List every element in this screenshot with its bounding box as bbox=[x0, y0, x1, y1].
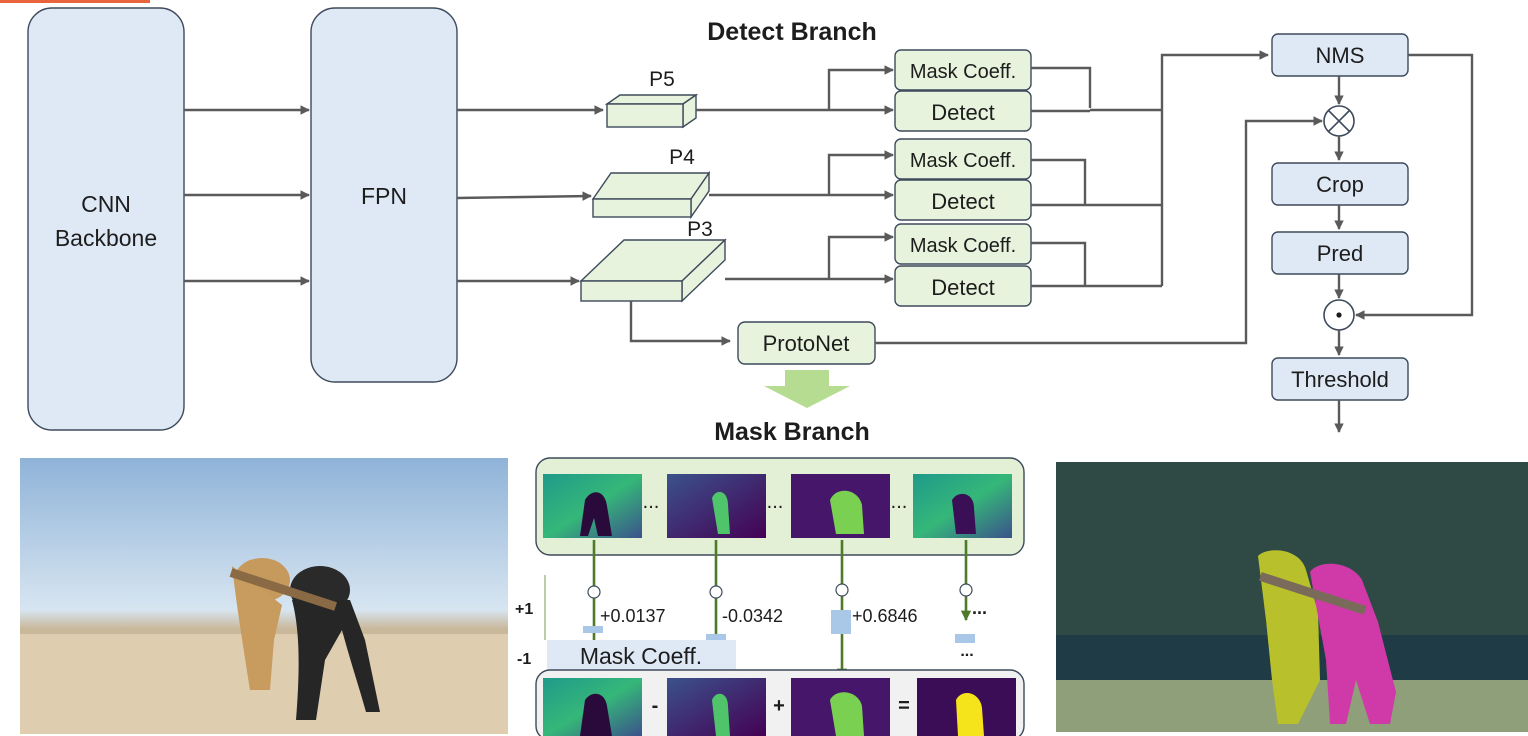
coeff-value-2: -0.0342 bbox=[722, 606, 783, 626]
mask-coeff-p4-label: Mask Coeff. bbox=[910, 150, 1016, 172]
threshold-label: Threshold bbox=[1291, 367, 1389, 392]
op-plus: + bbox=[773, 695, 785, 717]
p4-label: P4 bbox=[669, 146, 695, 169]
output-segmentation bbox=[1056, 462, 1528, 732]
detect-p3-label: Detect bbox=[931, 275, 995, 300]
head-p3: Mask Coeff. Detect bbox=[894, 223, 1032, 307]
detect-branch-title: Detect Branch bbox=[707, 18, 877, 46]
prototype-masks: ... ... ... bbox=[535, 457, 1025, 556]
protonet-block: ProtoNet bbox=[629, 116, 1323, 365]
head-p5: Mask Coeff. Detect bbox=[894, 49, 1032, 132]
feature-map-p3: P3 bbox=[579, 218, 727, 303]
nms-label: NMS bbox=[1316, 43, 1365, 68]
coeff-bar-4 bbox=[955, 634, 975, 643]
mask-coeff-banner-label: Mask Coeff. bbox=[580, 643, 702, 669]
prototype-ellipsis-2: ... bbox=[767, 491, 784, 513]
axis-plus-one: +1 bbox=[515, 601, 533, 618]
crop-label: Crop bbox=[1316, 172, 1364, 197]
fpn-label: FPN bbox=[361, 183, 407, 209]
top-accent bbox=[0, 0, 150, 3]
backbone-fpn-arrows bbox=[184, 105, 310, 286]
detect-p5-label: Detect bbox=[931, 100, 995, 125]
coeff-value-4: ... bbox=[972, 598, 987, 618]
prototype-ellipsis-3: ... bbox=[891, 491, 908, 513]
p5-label: P5 bbox=[649, 68, 675, 91]
coeff-value-1: +0.0137 bbox=[600, 606, 666, 626]
input-image bbox=[20, 458, 508, 734]
fpn-block: FPN bbox=[310, 7, 458, 383]
feature-map-p5: P5 bbox=[604, 68, 699, 129]
head-p4: Mask Coeff. Detect bbox=[894, 138, 1032, 221]
mask-branch-title: Mask Branch bbox=[714, 418, 870, 446]
cnn-backbone-block: CNN Backbone bbox=[27, 7, 185, 431]
coeff-bar-1 bbox=[583, 626, 603, 633]
mask-branch-arrow bbox=[764, 370, 850, 408]
mask-coeff-p3-label: Mask Coeff. bbox=[910, 235, 1016, 257]
head-connectors bbox=[696, 65, 894, 284]
coeff-bar-2 bbox=[706, 634, 726, 640]
prototype-ellipsis-1: ... bbox=[643, 491, 660, 513]
detect-p4-label: Detect bbox=[931, 189, 995, 214]
coeff-bar-3 bbox=[831, 610, 851, 634]
fpn-feature-arrows bbox=[456, 105, 604, 286]
op-minus: - bbox=[652, 695, 659, 717]
detect-p4 bbox=[894, 179, 1032, 221]
p3-label: P3 bbox=[687, 218, 713, 241]
mask-coeff-p5 bbox=[894, 49, 1032, 91]
backbone-line1: CNN bbox=[81, 191, 131, 217]
op-equals: = bbox=[898, 695, 910, 717]
mask-coeff-banner bbox=[547, 640, 736, 670]
detect-output-wires bbox=[1031, 50, 1269, 288]
coefficient-weighting: +0.0137 -0.0342 +0.6846 ... ... +1 -1 Ma… bbox=[515, 540, 987, 680]
axis-minus-one: -1 bbox=[517, 651, 531, 668]
postprocess-chain: NMS Crop Pred Threshold bbox=[1271, 33, 1474, 433]
protonet-label: ProtoNet bbox=[763, 331, 850, 356]
mask-coeff-p5-label: Mask Coeff. bbox=[910, 61, 1016, 83]
coeff-ellipsis: ... bbox=[960, 643, 973, 660]
pred-label: Pred bbox=[1317, 241, 1363, 266]
backbone-line2: Backbone bbox=[55, 225, 157, 251]
coeff-value-3: +0.6846 bbox=[852, 606, 918, 626]
mask-assembly: - + = bbox=[535, 669, 1025, 736]
feature-map-p4: P4 bbox=[591, 146, 711, 220]
